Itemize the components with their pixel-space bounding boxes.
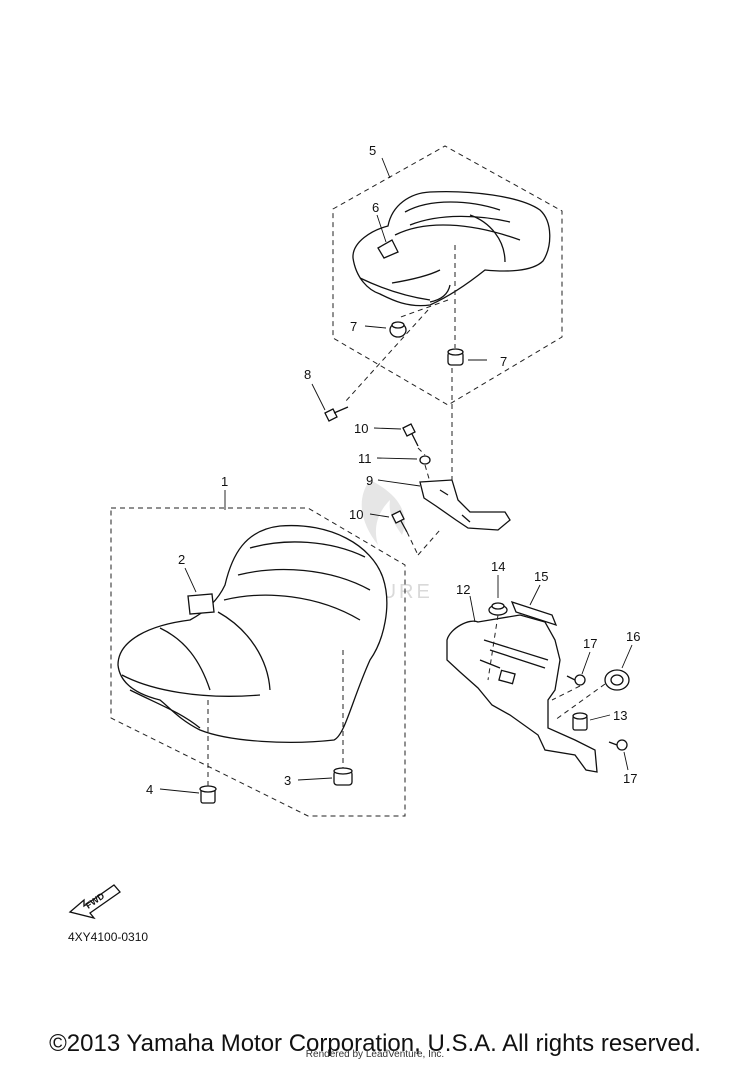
washer-11 [419,455,431,465]
damper-7-right [447,348,464,366]
lower-group-boundary [110,507,406,817]
damper-strip-15 [510,600,558,627]
bolt-10-lower [391,510,408,533]
upper-group-boundary [332,145,563,406]
callout-2: 2 [178,552,185,567]
callout-15: 15 [534,569,548,584]
bracket-9 [419,479,511,531]
callout-12: 12 [456,582,470,597]
screw-17-upper [566,674,586,686]
callout-4: 4 [146,782,153,797]
callouts: 5 6 7 7 8 10 11 9 10 1 2 3 4 12 14 15 16… [146,143,640,797]
callout-13: 13 [613,708,627,723]
collar-4 [199,785,217,804]
callout-10-upper: 10 [354,421,368,436]
callout-3: 3 [284,773,291,788]
grommet-14 [488,602,508,616]
bolt-10-upper [402,423,419,447]
upper-seat [352,191,551,307]
damper-7-left [389,321,407,338]
callout-17-upper: 17 [583,636,597,651]
callout-7-right: 7 [500,354,507,369]
upper-seat-label-tag [377,239,399,259]
damper-3 [333,767,353,786]
seat-label-tag [187,593,215,615]
bolt-8 [324,406,349,422]
callout-14: 14 [491,559,505,574]
callout-5: 5 [369,143,376,158]
callout-6: 6 [372,200,379,215]
callout-9: 9 [366,473,373,488]
callout-11: 11 [358,451,372,466]
grommet-16 [604,669,630,691]
callout-8: 8 [304,367,311,382]
callout-17-lower: 17 [623,771,637,786]
callout-7-left: 7 [350,319,357,334]
callout-1: 1 [221,474,228,489]
leader-lines [159,157,633,794]
copyright-notice: ©2013 Yamaha Motor Corporation, U.S.A. A… [49,1030,701,1057]
callout-10-lower: 10 [349,507,363,522]
main-seat [117,524,388,743]
damper-13 [572,712,588,731]
rendered-by-note: Rendered by LeadVenture, Inc. [305,1049,445,1060]
screw-17-lower [608,739,628,751]
bracket-12 [446,614,598,773]
fwd-arrow-icon: FWD [68,884,121,920]
diagram-code: 4XY4100-0310 [68,930,148,944]
callout-16: 16 [626,629,640,644]
